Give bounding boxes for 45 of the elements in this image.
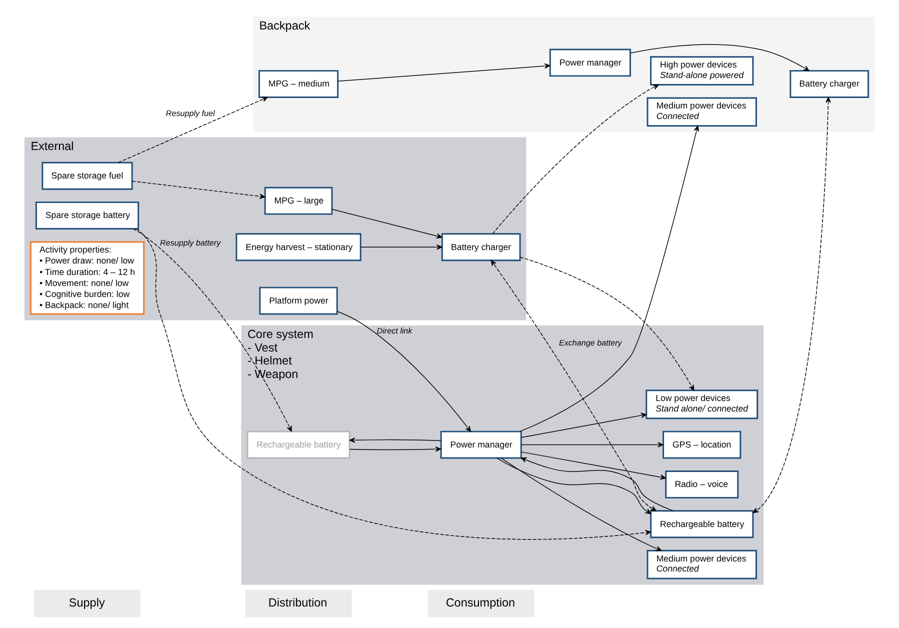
node-box: Spare storage battery [35, 202, 140, 230]
node-box: Spare storage fuel [42, 162, 133, 190]
arrow [500, 458, 662, 552]
node-box: Battery charger [441, 233, 521, 262]
arrow [496, 458, 652, 514]
arrow [360, 244, 442, 250]
arrow [332, 208, 442, 239]
node-box: Low power devices Stand alone/ connected [646, 390, 758, 420]
arrow [490, 260, 656, 512]
node-box: MPG – medium [258, 70, 339, 98]
edge-label: Resupply fuel [166, 109, 215, 118]
node-box: MPG – large [264, 186, 333, 215]
node-box: Rechargeable battery [650, 510, 754, 538]
arrow [752, 97, 831, 514]
node-box: Activity properties: • Power draw: none/ low • Time duration: 4 – 12 h • Movement: none/ low • Cognitive burden: low • Backpack: none/ light [30, 241, 145, 315]
node-box: Power manager [440, 430, 522, 459]
node-box: High power devices Stand-alone powered [650, 56, 754, 86]
node-box: Power manager [549, 48, 631, 77]
node-box: Rechargeable battery [246, 430, 350, 459]
edge-label: Exchange battery [558, 338, 622, 348]
arrow [520, 412, 647, 438]
arrow [338, 63, 550, 82]
arrow [520, 452, 666, 480]
node-box: Medium power devices Connected [646, 550, 757, 580]
edge-label: Resupply battery [160, 238, 221, 248]
node-box: Medium power devices Connected [646, 97, 757, 127]
edge-label: Direct link [376, 326, 412, 336]
arrow [132, 180, 266, 199]
arrow [520, 457, 674, 512]
node-box: Battery charger [790, 70, 870, 98]
node-box: Platform power [259, 286, 338, 315]
arrow [520, 442, 664, 448]
arrow [349, 446, 442, 452]
node-box: Energy harvest – stationary [236, 233, 362, 262]
arrow [132, 228, 292, 432]
arrow [520, 126, 700, 432]
arrow [492, 84, 659, 234]
arrow [630, 44, 810, 72]
arrow [349, 437, 442, 443]
arrow [136, 228, 652, 540]
arrow [336, 311, 472, 432]
arrow [520, 256, 694, 391]
node-box: GPS – location [662, 430, 742, 459]
arrow [118, 96, 268, 163]
node-box: Radio – voice [665, 470, 739, 498]
